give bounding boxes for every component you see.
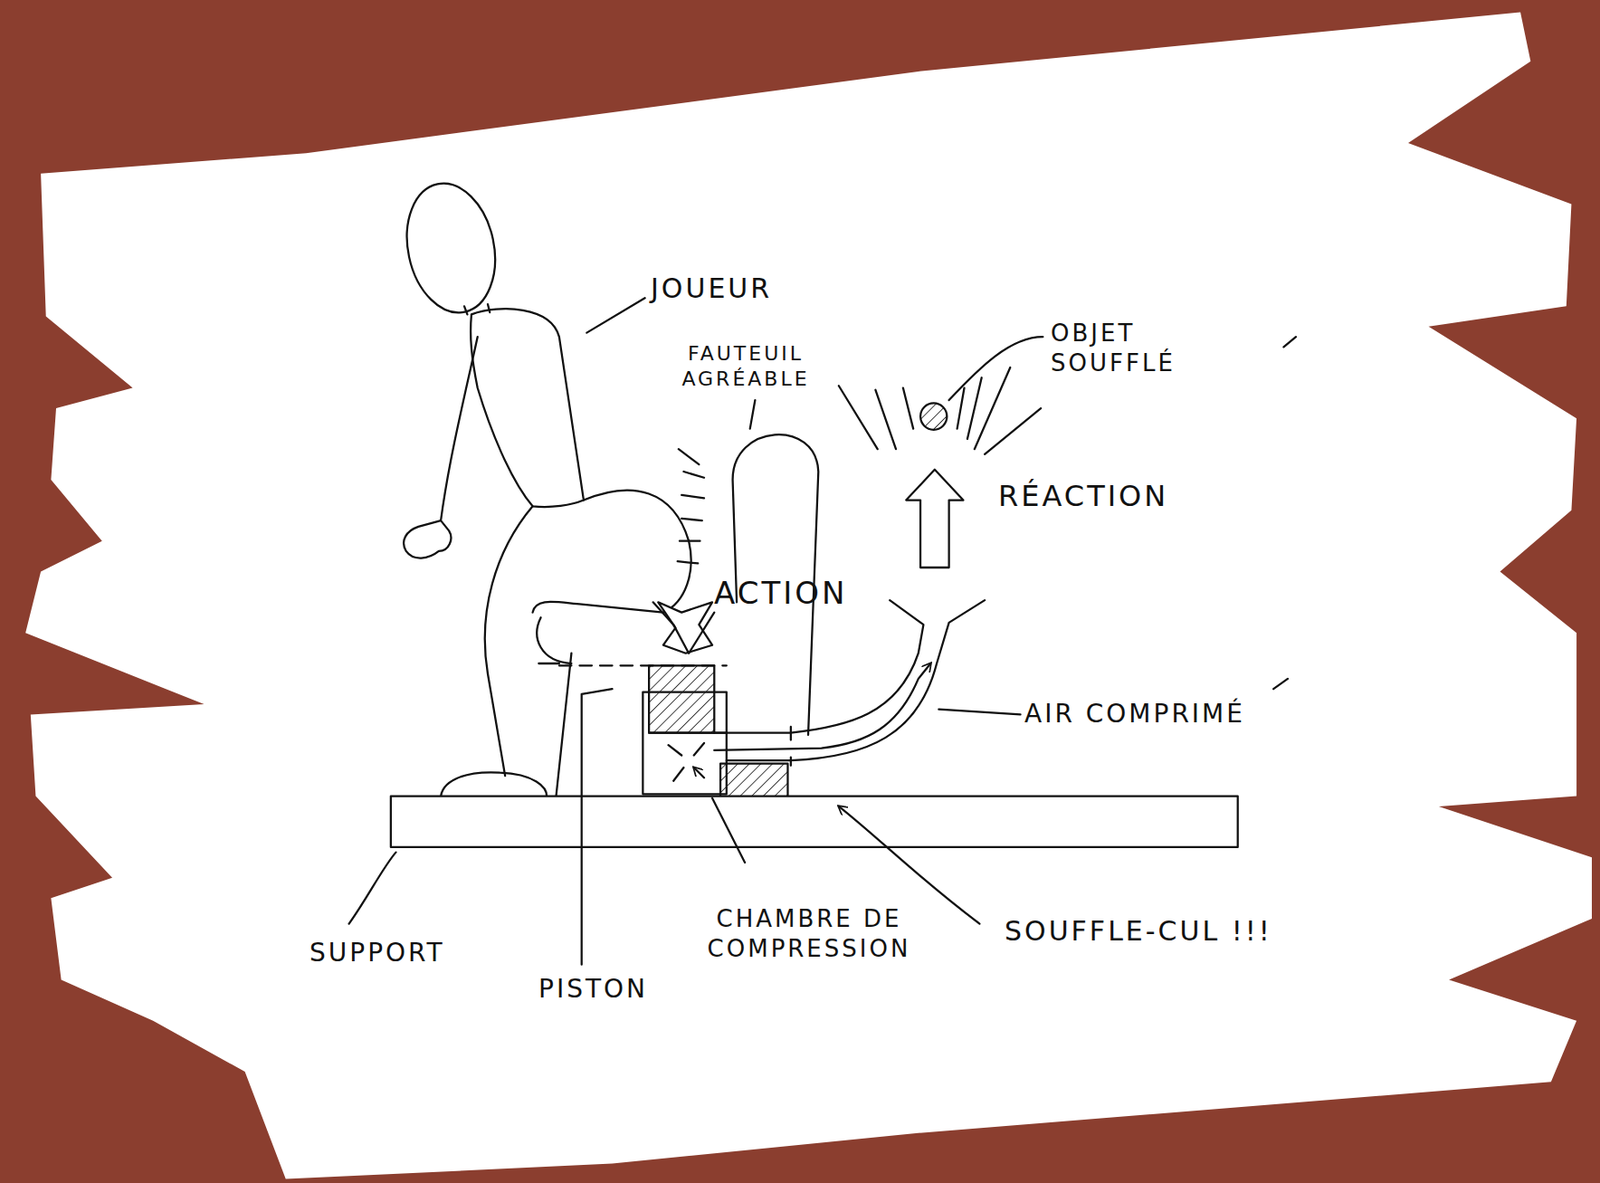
player-label: JOUEUR <box>650 271 772 306</box>
chamber-label: CHAMBRE DE COMPRESSION <box>695 904 923 963</box>
reaction-label: RÉACTION <box>998 477 1169 515</box>
legs <box>485 490 692 797</box>
support-label: SUPPORT <box>309 936 446 969</box>
piston-label: PISTON <box>538 972 648 1005</box>
leader-lines <box>349 297 1044 964</box>
reaction-arrow <box>905 469 963 568</box>
piston <box>648 665 715 733</box>
support <box>390 796 1239 848</box>
torso <box>470 308 584 507</box>
arm <box>403 336 478 558</box>
action-label: ACTION <box>714 573 848 613</box>
air-label: AIR COMPRIMÉ <box>1024 697 1246 730</box>
object-label: OBJET SOUFFLÉ <box>1050 318 1210 378</box>
device-label: SOUFFLE-CUL !!! <box>1004 914 1273 949</box>
head <box>395 175 507 322</box>
tube <box>714 600 985 761</box>
blown-object <box>920 402 947 429</box>
thigh <box>536 617 572 664</box>
base-block <box>720 763 788 799</box>
object-rays <box>838 367 1041 455</box>
pressure-arrows <box>668 742 705 781</box>
rays <box>677 448 705 563</box>
armchair-label: FAUTEUIL AGRÉABLE <box>668 341 823 391</box>
paint-stroke <box>25 12 1592 1180</box>
air-flow <box>714 663 931 751</box>
